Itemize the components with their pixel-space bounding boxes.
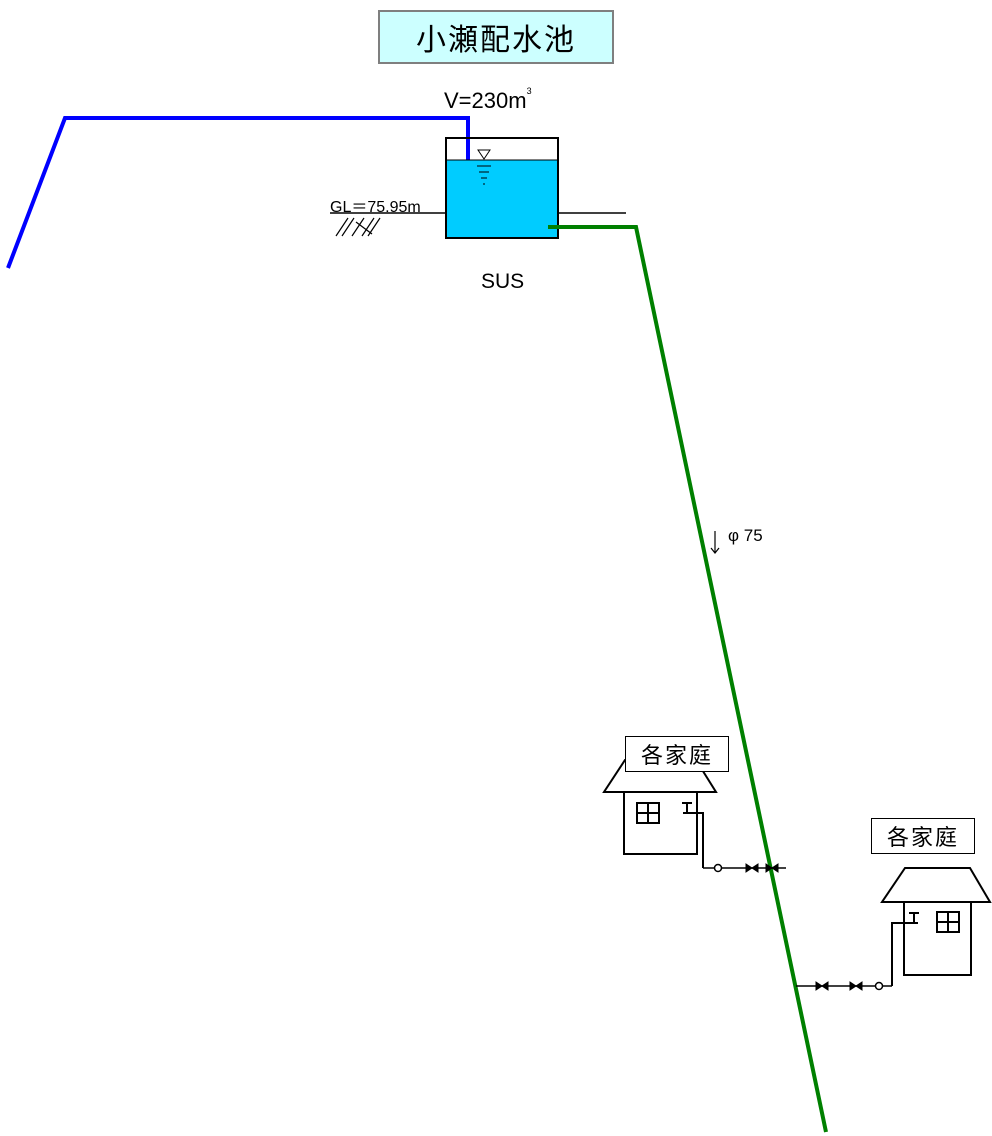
pipe-diameter-label: φ 75 (728, 526, 763, 545)
diagram-title: 小瀬配水池 (378, 10, 614, 64)
faucet-icon (682, 802, 704, 868)
ground-level-label: GL＝75.95m (330, 199, 421, 216)
household-label: 各家庭 (871, 818, 975, 854)
flow-arrow-icon (710, 531, 720, 554)
household-label: 各家庭 (625, 736, 729, 772)
valve-icon (745, 863, 779, 873)
tank-volume-label: V=230m3 (444, 86, 532, 113)
ground-hatch (335, 217, 381, 237)
window-icon (636, 802, 660, 824)
tank-water (446, 160, 558, 238)
tank-material-label: SUS (481, 270, 525, 293)
service-pipe-2 (796, 981, 892, 991)
valve-icon (815, 981, 863, 991)
faucet-icon (891, 912, 919, 986)
distribution-pipe (548, 225, 828, 1133)
water-tank (445, 137, 559, 239)
water-level-symbol (477, 149, 491, 185)
window-icon (936, 911, 960, 933)
